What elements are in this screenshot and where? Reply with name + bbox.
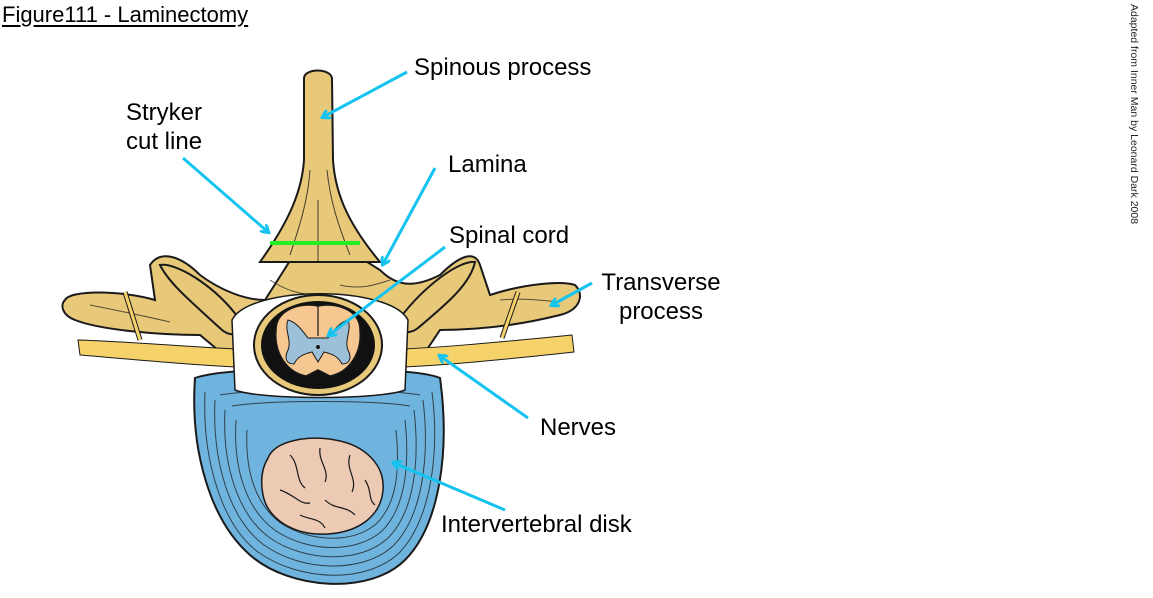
arrow-transverse-process xyxy=(552,281,593,305)
label-lamina: Lamina xyxy=(448,151,527,178)
spinous-process xyxy=(258,69,383,263)
figure-title: Figure111 - Laminectomy xyxy=(2,2,249,27)
label-spinous-process: Spinous process xyxy=(414,54,592,81)
credit-text: Adapted from Inner Man by Leonard Dark 2… xyxy=(1128,4,1140,225)
arrow-nerves xyxy=(440,356,529,420)
arrow-stryker-cut-line xyxy=(182,156,268,232)
label-nerves: Nerves xyxy=(540,414,617,441)
label-stryker-line2: cut line xyxy=(126,128,203,155)
spinal-cord xyxy=(275,304,361,377)
label-transverse-line1: Transverse xyxy=(601,269,721,296)
nucleus-pulposus xyxy=(260,437,384,535)
label-intervertebral-disk: Intervertebral disk xyxy=(441,511,632,538)
arrow-spinous-process xyxy=(323,70,408,117)
label-transverse-line2: process xyxy=(618,298,704,325)
arrow-spinal-cord xyxy=(329,245,446,335)
label-stryker-line1: Stryker xyxy=(126,99,203,126)
label-spinal-cord: Spinal cord xyxy=(449,222,570,249)
nerves xyxy=(77,291,575,369)
arrow-lamina xyxy=(383,167,437,264)
arrow-intervertebral-disk xyxy=(394,463,506,512)
